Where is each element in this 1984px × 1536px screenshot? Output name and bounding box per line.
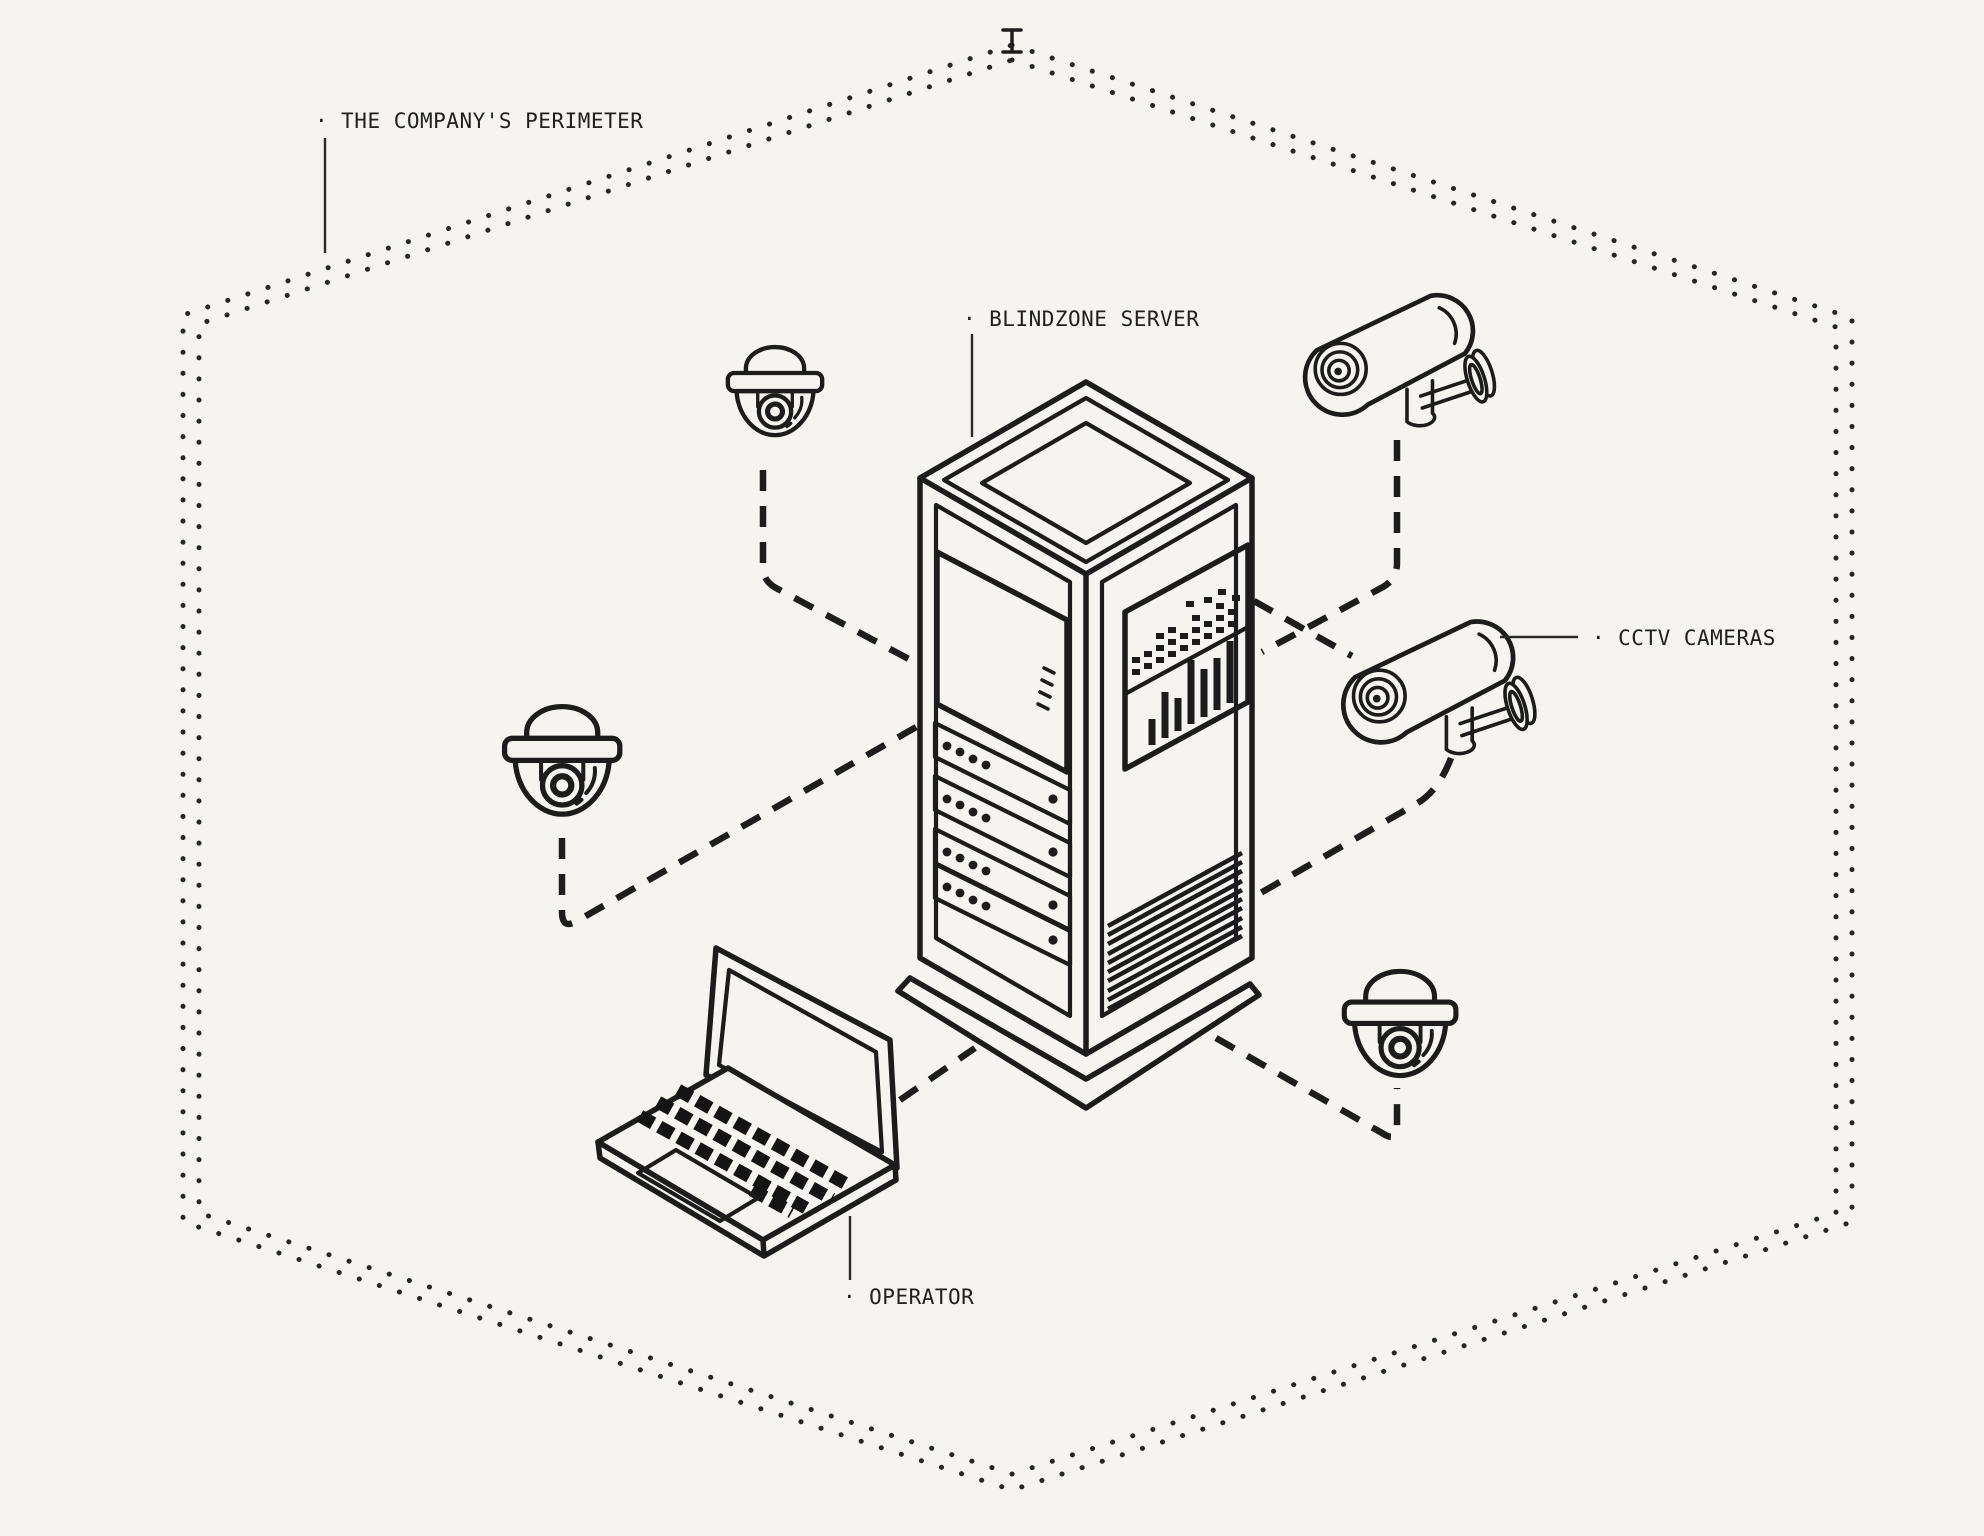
label-cameras-text: ·CCTV CAMERAS — [1592, 626, 1776, 650]
server-bar-meter — [1148, 641, 1234, 745]
label-server-text: ·BLINDZONE SERVER — [963, 307, 1199, 331]
connections — [558, 440, 1455, 1141]
bullet-camera-middle-right — [1343, 621, 1539, 753]
server-rack-strips — [932, 720, 1073, 968]
perimeter-boundary — [180, 28, 1855, 1493]
server-strip-indicator-dots — [942, 741, 1058, 945]
laptop-screen — [716, 967, 885, 1155]
server-rack — [895, 379, 1262, 1111]
perimeter-top-marker-icon — [1001, 28, 1023, 54]
connection-dome-left-to-server — [558, 723, 920, 928]
connection-bullet-middle-to-server — [1255, 756, 1455, 898]
dome-camera-left — [505, 707, 620, 815]
dome-camera-top — [728, 347, 822, 435]
bullet-camera-top-right — [1305, 295, 1499, 425]
server-vent-hatching — [1106, 851, 1244, 1011]
operator-laptop — [595, 945, 900, 1259]
label-perimeter: ·THE COMPANY'S PERIMETER — [315, 109, 643, 253]
server-top-face — [941, 395, 1231, 565]
label-server: ·BLINDZONE SERVER — [963, 307, 1199, 437]
connection-dome-bottomright-to-server — [1214, 1035, 1401, 1141]
laptop-trackpad — [635, 1147, 761, 1224]
dome-camera-bottom-right — [1344, 971, 1456, 1075]
server-equalizer-dots — [1132, 589, 1240, 675]
label-perimeter-text: ·THE COMPANY'S PERIMETER — [315, 109, 643, 133]
server-screen — [934, 549, 1070, 775]
label-cameras: ·CCTV CAMERAS — [1500, 626, 1776, 650]
server-base-platform — [895, 975, 1262, 1111]
label-operator: ·OPERATOR — [843, 1216, 974, 1309]
connection-laptop-to-server — [898, 1045, 977, 1103]
connection-bullet-top-to-server — [1260, 440, 1401, 655]
server-screen-ticks — [1036, 666, 1056, 711]
laptop-keyboard — [636, 1084, 854, 1218]
connection-dome-top-to-server — [759, 470, 920, 667]
label-operator-text: ·OPERATOR — [843, 1285, 974, 1309]
server-meter-panel — [1122, 542, 1251, 772]
connection-server-to-bullet-middle-upper — [1252, 598, 1354, 659]
